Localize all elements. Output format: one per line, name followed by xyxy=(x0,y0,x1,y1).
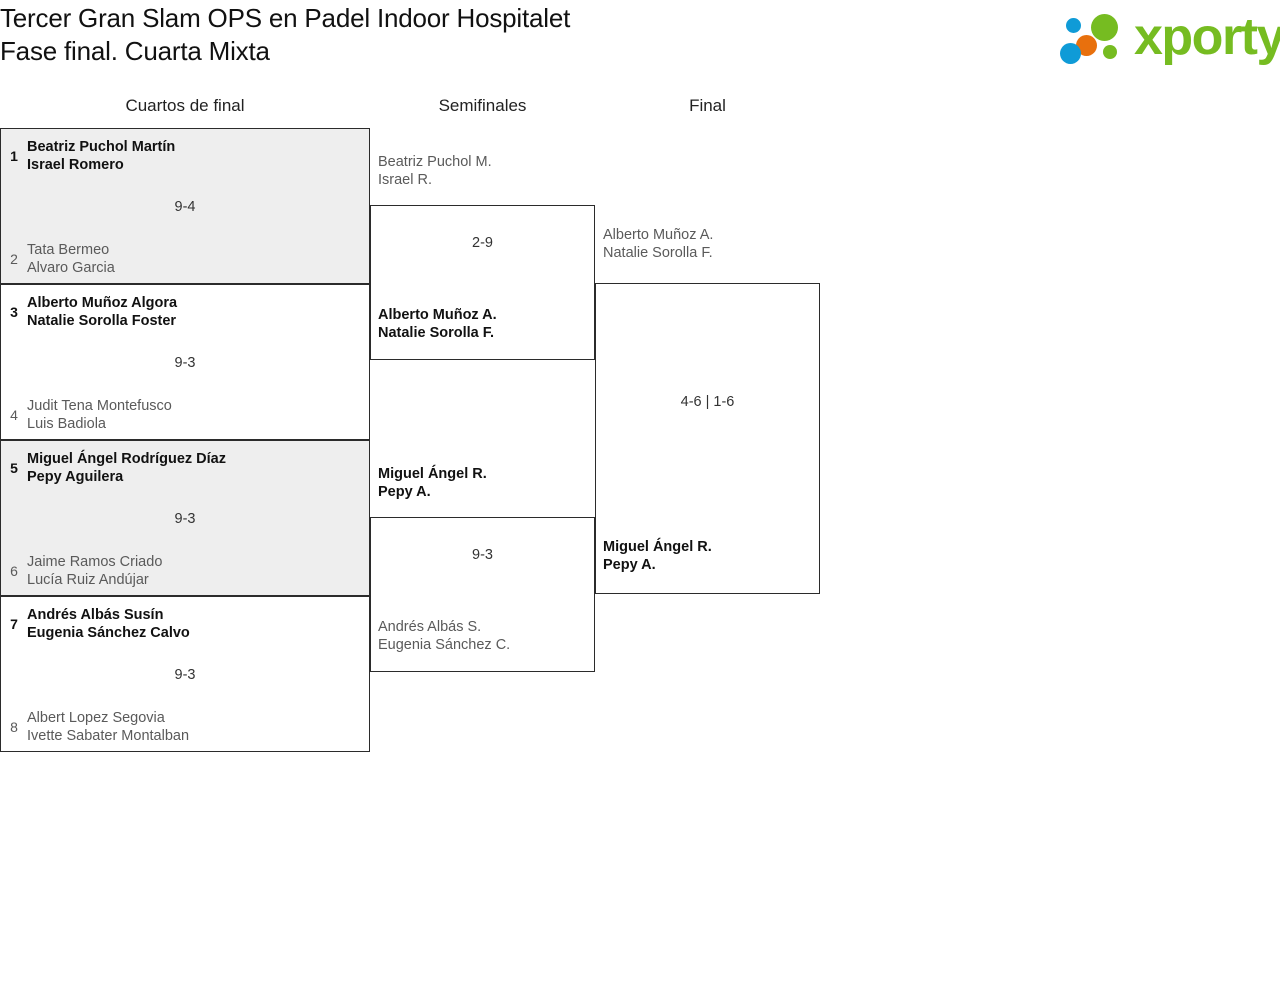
match-sf-2-team-bottom[interactable]: Andrés Albás S. Eugenia Sánchez C. xyxy=(371,618,594,654)
seed-number: 2 xyxy=(10,250,18,267)
team-names: Miguel Ángel R. Pepy A. xyxy=(596,538,819,574)
tournament-title-line-1: Tercer Gran Slam OPS en Padel Indoor Hos… xyxy=(0,3,571,33)
match-sf-2[interactable]: Miguel Ángel R. Pepy A. 9-3 Andrés Albás… xyxy=(370,466,595,672)
player-name-1: Miguel Ángel R. xyxy=(603,539,712,555)
team-names: Miguel Ángel R. Pepy A. xyxy=(371,465,594,501)
team-names: Judit Tena Montefusco Luis Badiola xyxy=(27,397,369,433)
round-header-quarterfinals: Cuartos de final xyxy=(125,96,245,115)
match-sf-1-team-bottom[interactable]: Alberto Muñoz A. Natalie Sorolla F. xyxy=(371,306,594,342)
match-qf-2-team-top[interactable]: 3 Alberto Muñoz Algora Natalie Sorolla F… xyxy=(1,294,369,330)
match-qf-3-team-bottom[interactable]: 6 Jaime Ramos Criado Lucía Ruiz Andújar xyxy=(1,553,369,589)
player-name-2: Lucía Ruiz Andújar xyxy=(27,572,149,588)
player-name-1: Jaime Ramos Criado xyxy=(27,554,163,570)
match-final-team-top[interactable]: Alberto Muñoz A. Natalie Sorolla F. xyxy=(596,226,819,262)
team-names: Beatriz Puchol Martín Israel Romero xyxy=(27,138,369,174)
match-qf-2[interactable]: 3 Alberto Muñoz Algora Natalie Sorolla F… xyxy=(0,284,370,440)
logo-wordmark: xporty xyxy=(1134,8,1280,66)
team-names: Andrés Albás Susín Eugenia Sánchez Calvo xyxy=(27,606,369,642)
team-names: Tata Bermeo Alvaro Garcia xyxy=(27,241,369,277)
match-qf-4[interactable]: 7 Andrés Albás Susín Eugenia Sánchez Cal… xyxy=(0,596,370,752)
match-final[interactable]: Alberto Muñoz A. Natalie Sorolla F. 4-6 … xyxy=(595,227,820,594)
player-name-1: Judit Tena Montefusco xyxy=(27,398,172,414)
logo-dot-orange xyxy=(1076,35,1097,56)
team-names: Beatriz Puchol M. Israel R. xyxy=(371,153,594,189)
player-name-2: Natalie Sorolla F. xyxy=(603,245,713,261)
player-name-2: Pepy Aguilera xyxy=(27,469,124,485)
player-name-2: Natalie Sorolla F. xyxy=(378,325,495,341)
player-name-1: Miguel Ángel R. xyxy=(378,466,487,482)
round-header-final: Final xyxy=(689,96,726,115)
player-name-2: Luis Badiola xyxy=(27,416,106,432)
seed-number: 1 xyxy=(10,147,18,164)
player-name-1: Tata Bermeo xyxy=(27,242,110,258)
player-name-2: Natalie Sorolla Foster xyxy=(27,313,177,329)
seed-number: 3 xyxy=(10,303,18,320)
match-qf-3-team-top[interactable]: 5 Miguel Ángel Rodríguez Díaz Pepy Aguil… xyxy=(1,450,369,486)
match-qf-3[interactable]: 5 Miguel Ángel Rodríguez Díaz Pepy Aguil… xyxy=(0,440,370,596)
player-name-2: Alvaro Garcia xyxy=(27,260,115,276)
player-name-2: Eugenia Sánchez Calvo xyxy=(27,625,190,641)
seed-number: 8 xyxy=(10,718,18,735)
player-name-1: Alberto Muñoz A. xyxy=(378,307,497,323)
team-names: Miguel Ángel Rodríguez Díaz Pepy Aguiler… xyxy=(27,450,369,486)
team-names: Alberto Muñoz Algora Natalie Sorolla Fos… xyxy=(27,294,369,330)
match-score: 9-3 xyxy=(472,547,493,563)
player-name-1: Alberto Muñoz A. xyxy=(603,227,714,243)
match-qf-4-team-top[interactable]: 7 Andrés Albás Susín Eugenia Sánchez Cal… xyxy=(1,606,369,642)
player-name-2: Eugenia Sánchez C. xyxy=(378,637,511,653)
match-qf-1-team-top[interactable]: 1 Beatriz Puchol Martín Israel Romero xyxy=(1,138,369,174)
logo-dot-blue-small xyxy=(1066,18,1081,33)
team-names: Albert Lopez Segovia Ivette Sabater Mont… xyxy=(27,709,369,745)
seed-number: 5 xyxy=(10,459,18,476)
player-name-1: Beatriz Puchol M. xyxy=(378,154,492,170)
team-names: Alberto Muñoz A. Natalie Sorolla F. xyxy=(371,306,594,342)
match-score: 9-3 xyxy=(174,667,196,683)
match-qf-1-team-bottom[interactable]: 2 Tata Bermeo Alvaro Garcia xyxy=(1,241,369,277)
xporty-logo[interactable]: xporty xyxy=(1050,8,1280,68)
match-score: 4-6 | 1-6 xyxy=(680,394,735,410)
player-name-1: Beatriz Puchol Martín xyxy=(27,139,176,155)
player-name-2: Pepy A. xyxy=(378,484,431,500)
page-title: Tercer Gran Slam OPS en Padel Indoor Hos… xyxy=(0,2,900,68)
team-names: Alberto Muñoz A. Natalie Sorolla F. xyxy=(596,226,819,262)
match-qf-2-team-bottom[interactable]: 4 Judit Tena Montefusco Luis Badiola xyxy=(1,397,369,433)
player-name-1: Andrés Albás Susín xyxy=(27,607,164,623)
match-score: 9-4 xyxy=(174,199,196,215)
match-sf-1-team-top[interactable]: Beatriz Puchol M. Israel R. xyxy=(371,153,594,189)
seed-number: 4 xyxy=(10,406,18,423)
logo-dots-icon xyxy=(1058,14,1132,64)
player-name-2: Ivette Sabater Montalban xyxy=(27,728,190,744)
player-name-1: Albert Lopez Segovia xyxy=(27,710,165,726)
match-score: 9-3 xyxy=(174,355,196,371)
player-name-2: Israel R. xyxy=(378,172,432,188)
match-final-team-bottom[interactable]: Miguel Ángel R. Pepy A. xyxy=(596,538,819,574)
match-sf-1[interactable]: Beatriz Puchol M. Israel R. 2-9 Alberto … xyxy=(370,154,595,360)
match-qf-4-team-bottom[interactable]: 8 Albert Lopez Segovia Ivette Sabater Mo… xyxy=(1,709,369,745)
logo-dot-green-small xyxy=(1103,45,1117,59)
round-header-semifinals: Semifinales xyxy=(438,96,527,115)
team-names: Jaime Ramos Criado Lucía Ruiz Andújar xyxy=(27,553,369,589)
player-name-1: Alberto Muñoz Algora xyxy=(27,295,178,311)
player-name-2: Pepy A. xyxy=(603,557,656,573)
logo-dot-blue-large xyxy=(1060,43,1081,64)
match-qf-1[interactable]: 1 Beatriz Puchol Martín Israel Romero 9-… xyxy=(0,128,370,284)
logo-dot-green-large xyxy=(1091,14,1118,41)
team-names: Andrés Albás S. Eugenia Sánchez C. xyxy=(371,618,594,654)
match-sf-2-team-top[interactable]: Miguel Ángel R. Pepy A. xyxy=(371,465,594,501)
seed-number: 7 xyxy=(10,615,18,632)
player-name-1: Miguel Ángel Rodríguez Díaz xyxy=(27,451,226,467)
player-name-1: Andrés Albás S. xyxy=(378,619,482,635)
tournament-title-line-2: Fase final. Cuarta Mixta xyxy=(0,36,270,66)
player-name-2: Israel Romero xyxy=(27,157,124,173)
seed-number: 6 xyxy=(10,562,18,579)
match-score: 2-9 xyxy=(472,235,493,251)
match-score: 9-3 xyxy=(174,511,196,527)
